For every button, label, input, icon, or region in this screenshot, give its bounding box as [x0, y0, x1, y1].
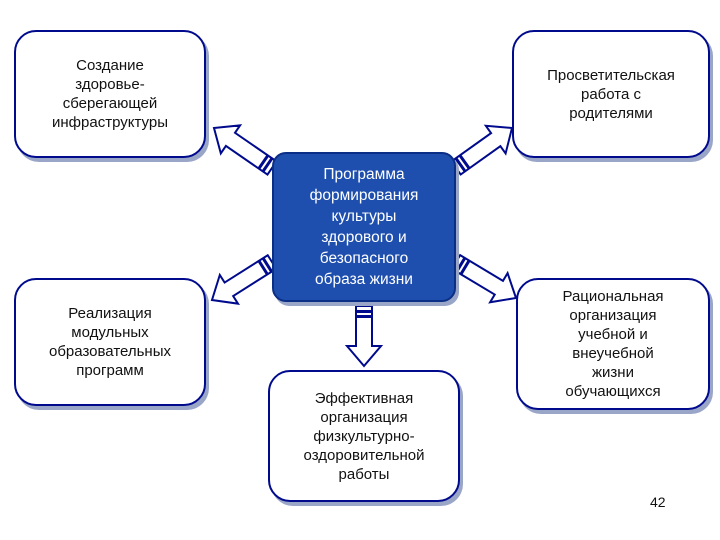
node-infrastructure: Создание здоровье- сберегающей инфрастру… [14, 30, 206, 158]
node-infrastructure-text: Создание здоровье- сберегающей инфрастру… [52, 57, 168, 131]
arrow-to-parents-work [449, 124, 514, 176]
node-parents-work-text: Просветительская работа с родителями [547, 66, 675, 122]
node-life-organization-text: Рациональная организация учебной и внеуч… [562, 288, 664, 400]
node-sport-health-work-text: Эффективная организация физкультурно- оз… [303, 389, 425, 483]
node-life-organization: Рациональная организация учебной и внеуч… [516, 278, 710, 410]
arrow-to-sport-health-work [344, 305, 384, 368]
node-parents-work: Просветительская работа с родителями [512, 30, 710, 158]
node-modular-programs: Реализация модульных образовательных про… [14, 278, 206, 406]
arrow-to-modular-programs [210, 253, 278, 305]
arrow-to-life-organization [450, 253, 518, 304]
center-program: Программа формирования культуры здоровог… [272, 152, 456, 302]
node-modular-programs-text: Реализация модульных образовательных про… [49, 305, 171, 379]
page-number: 42 [650, 494, 666, 510]
arrow-to-infrastructure [212, 124, 278, 176]
node-sport-health-work: Эффективная организация физкультурно- оз… [268, 370, 460, 502]
center-program-text: Программа формирования культуры здоровог… [309, 166, 419, 288]
